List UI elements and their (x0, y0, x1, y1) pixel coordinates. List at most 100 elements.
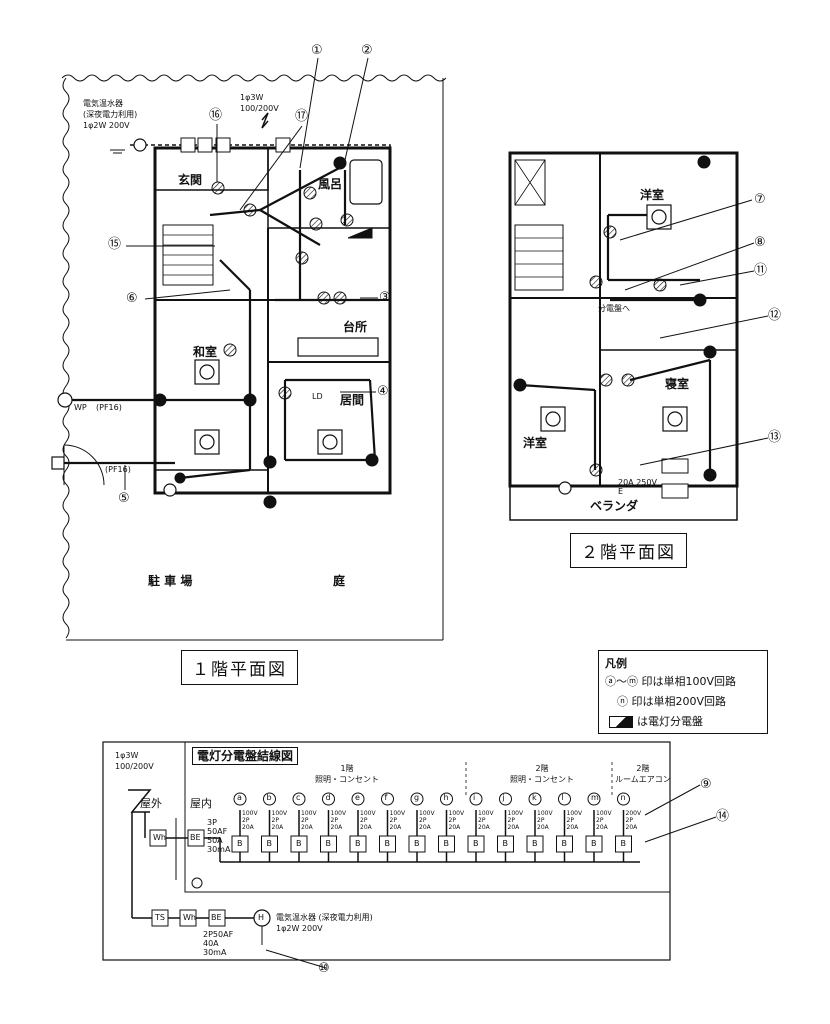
panel-note: 分電盤へ (598, 304, 630, 313)
wiring-diagram (102, 741, 717, 969)
breaker-m (585, 835, 603, 853)
outlet-note: 20A 250V E (618, 478, 657, 496)
room-japanese: 和室 (193, 345, 218, 359)
breaker-label-d: B (325, 839, 332, 848)
breaker-label-k: B (532, 839, 538, 848)
circuit-spec-a: 100V 2P 20A (242, 810, 258, 831)
breaker-n (615, 835, 632, 853)
callout-17: ⑰ (295, 109, 309, 124)
label-outdoor: 屋外 (140, 797, 162, 810)
circuit-marker-m (587, 792, 601, 806)
callout-8: ⑧ (754, 235, 766, 250)
box-wh-1: Wh (153, 833, 166, 842)
circuit-marker-l (558, 792, 571, 806)
circuit-marker-c (292, 792, 306, 806)
main-breaker-spec: 3P 50AF 50A 30mA (207, 818, 231, 854)
circuit-marker-e (351, 792, 365, 806)
ld-label: LD (312, 392, 323, 401)
wiring-supply: 1φ3W 100/200V (115, 751, 154, 771)
breaker-label-m: B (591, 839, 597, 848)
pf-label-1: (PF16) (96, 403, 122, 412)
circuit-breakers (231, 792, 632, 862)
circuit-label-d: d (325, 793, 331, 802)
box-ts: TS (155, 913, 165, 922)
callout-16: ⑯ (209, 108, 223, 123)
site-boundary-left (62, 77, 70, 639)
callout-9: ⑨ (700, 777, 712, 792)
floor1-supply-label: 1φ3W 100/200V (240, 93, 279, 113)
breaker-label-f: B (384, 839, 391, 848)
circuit-label-c: c (296, 793, 301, 802)
callout-4: ④ (377, 384, 389, 399)
circuit-spec-c: 100V 2P 20A (301, 810, 317, 831)
legend-row-200v: ⓝ 印は単相200V回路 (617, 695, 727, 708)
circuit-marker-a (233, 792, 247, 806)
wp-label: WP (74, 403, 87, 412)
area-garden: 庭 (333, 574, 346, 588)
group-aircon: 2階 ルームエアコン (615, 764, 671, 784)
circuit-spec-n: 200V 2P 20A (625, 810, 642, 831)
callout-12: ⑫ (768, 308, 782, 323)
circuit-marker-g (410, 792, 424, 806)
area-veranda: ベランダ (590, 499, 639, 513)
circuit-spec-d: 100V 2P 20A (330, 810, 347, 831)
circuit-marker-k (528, 792, 542, 806)
breaker-k (526, 835, 544, 853)
circuit-label-k: k (532, 793, 537, 802)
room-living: 居間 (340, 393, 365, 407)
circuit-spec-b: 100V 2P 20A (271, 810, 288, 831)
circuit-label-f: f (384, 793, 388, 802)
breaker-label-a: B (237, 839, 243, 848)
pf-label-2: (PF16) (105, 465, 131, 474)
breaker-label-l: B (561, 839, 568, 848)
room-kitchen: 台所 (343, 320, 368, 334)
breaker-d (320, 835, 337, 853)
heater-breaker-spec: 2P50AF 40A 30mA (203, 930, 234, 957)
floor1-heater-label: 電気温水器 (深夜電力利用) 1φ2W 200V (83, 99, 138, 130)
circuit-spec-h: 100V 2P 20A (448, 810, 465, 831)
circuit-label-h: h (443, 793, 449, 802)
circuit-label-b: b (266, 793, 272, 802)
breaker-label-j: B (502, 839, 509, 848)
breaker-label-h: B (443, 839, 450, 848)
breaker-label-e: B (355, 839, 361, 848)
wiring-heater-label: 電気温水器 (深夜電力利用) 1φ2W 200V (276, 913, 373, 933)
legend-title: 凡例 (605, 657, 627, 670)
breaker-h (438, 835, 455, 853)
callout-11: ⑪ (754, 263, 768, 278)
callout-2: ② (361, 43, 373, 58)
breaker-label-c: B (296, 839, 302, 848)
legend-row-panel-label: は電灯分電盤 (637, 715, 703, 728)
circuit-spec-i: 100V 2P 20A (478, 810, 494, 831)
circuit-marker-j (499, 792, 512, 806)
callout-13: ⑬ (768, 430, 782, 445)
floor2-plan (508, 151, 769, 521)
circuit-spec-k: 100V 2P 20A (537, 810, 553, 831)
room-bedroom: 寝室 (665, 377, 690, 391)
circuit-spec-m: 100V 2P 20A (596, 810, 612, 831)
callout-14: ⑭ (716, 809, 730, 824)
panel-icon (609, 716, 633, 728)
breaker-b (261, 835, 278, 853)
box-be-1: BE (190, 833, 201, 842)
room-bath: 風呂 (318, 177, 343, 191)
breaker-a (231, 835, 249, 853)
circuit-spec-j: 100V 2P 20A (507, 810, 524, 831)
circuit-label-e: e (355, 793, 360, 802)
callout-5: ⑤ (118, 491, 130, 506)
circuit-label-j: j (502, 793, 505, 802)
circuit-label-i: i (473, 793, 476, 802)
floor1-title: １階平面図 (181, 650, 298, 685)
circuit-marker-f (381, 792, 394, 806)
circuit-spec-f: 100V 2P 20A (389, 810, 406, 831)
breaker-l (556, 835, 573, 853)
breaker-label-b: B (266, 839, 273, 848)
callout-7: ⑦ (754, 192, 766, 207)
circuit-marker-h (440, 792, 453, 806)
circuit-spec-e: 100V 2P 20A (360, 810, 376, 831)
callout-6: ⑥ (126, 291, 138, 306)
callout-10: ⑩ (318, 961, 330, 976)
box-be-2: BE (211, 913, 222, 922)
circuit-label-m: m (591, 793, 599, 802)
